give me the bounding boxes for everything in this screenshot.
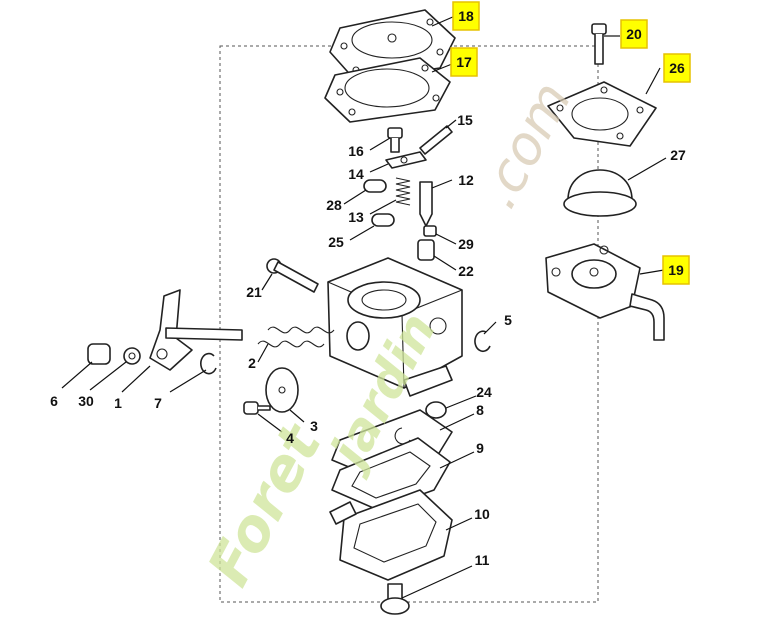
callout-label-24: 24 [476,384,492,400]
part-26-gasket [547,81,657,147]
callout-label-2: 2 [248,355,256,371]
callout-label-17: 17 [456,54,472,70]
callout-label-20: 20 [626,26,642,42]
callout-label-18: 18 [458,8,474,24]
part-27-primer-bulb [563,169,637,217]
part-15-pin [419,125,453,155]
watermark-text-main: Foret [194,412,335,597]
part-25-plug [371,213,395,227]
part-30-washer [123,347,141,365]
callout-label-12: 12 [458,172,474,188]
part-2-spring [257,326,335,348]
callout-label-9: 9 [476,440,484,456]
part-21-screw [266,258,319,293]
leader-lines [61,15,667,599]
part-4-screw [243,401,271,415]
callout-label-8: 8 [476,402,484,418]
carburetor-body [327,257,463,397]
callout-label-16: 16 [348,143,364,159]
callout-label-29: 29 [458,236,474,252]
part-3-disc [265,367,299,413]
callout-label-22: 22 [458,263,474,279]
callout-label-27: 27 [670,147,686,163]
callout-label-21: 21 [246,284,262,300]
part-7-clip [200,352,217,375]
callout-label-5: 5 [504,312,512,328]
part-17-gasket [324,57,451,123]
callout-label-30: 30 [78,393,94,409]
part-19-pump-cover [545,243,665,341]
callout-highlight-19 [662,255,690,285]
callout-label-14: 14 [348,166,364,182]
callout-highlight-20 [620,19,648,49]
callout-label-3: 3 [310,418,318,434]
callout-highlight-17 [450,47,478,77]
callout-label-13: 13 [348,209,364,225]
callout-label-25: 25 [328,234,344,250]
part-5-clip [474,330,491,353]
part-14-lever [385,151,427,169]
callout-label-6: 6 [50,393,58,409]
callout-label-28: 28 [326,197,342,213]
callout-label-15: 15 [457,112,473,128]
watermark-text-suffix: .com [466,72,584,219]
callout-highlight-26 [663,53,691,83]
part-20-screw [591,23,607,65]
callout-highlight-18 [452,1,480,31]
callout-label-7: 7 [154,395,162,411]
part-28-plug [363,179,387,193]
part-24-screen [425,401,447,419]
callout-label-1: 1 [114,395,122,411]
part-6-bushing [87,343,111,365]
callout-label-11: 11 [475,552,490,568]
part-1-throttle-shaft [149,289,243,371]
part-16-screw [387,127,403,153]
callout-label-19: 19 [668,262,684,278]
callout-label-26: 26 [669,60,685,76]
part-10-cover [329,489,453,581]
callout-label-10: 10 [474,506,490,522]
callout-label-4: 4 [286,430,294,446]
part-11-screw [380,583,410,615]
part-22-valve [417,239,435,261]
part-12-needle [419,181,433,227]
part-13-spring [395,177,411,206]
part-29-nozzle [423,225,437,237]
